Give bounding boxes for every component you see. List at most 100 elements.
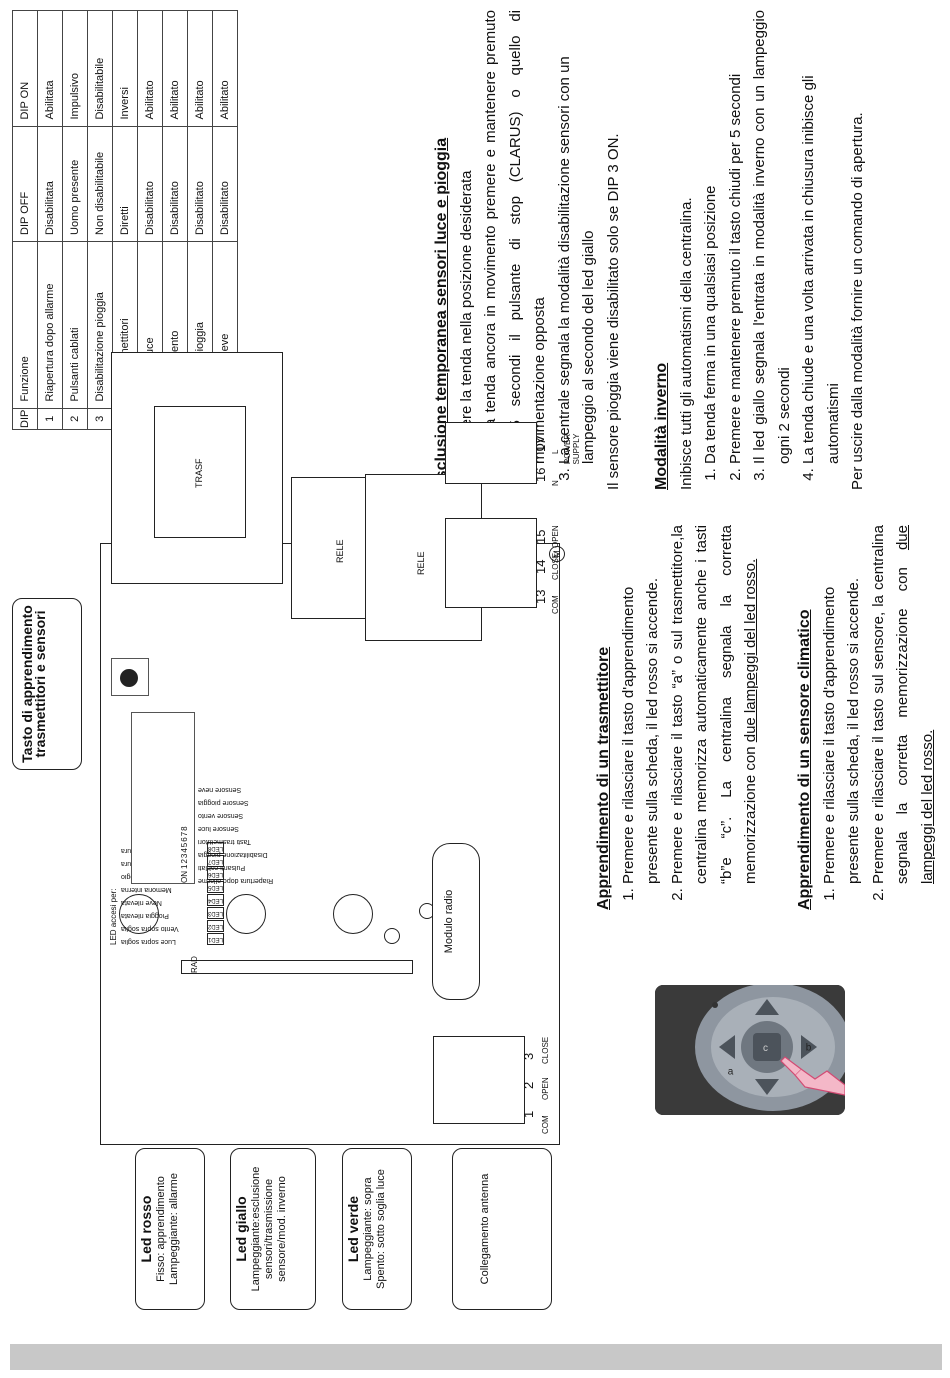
led-list-header: LED accesi per: bbox=[109, 888, 118, 945]
power-supply-label: POWER SUPPLY bbox=[563, 409, 583, 489]
terminal-block-left bbox=[433, 1036, 525, 1124]
dip-function-label: Tasti trasmettitori bbox=[198, 838, 251, 845]
terminal-3: 3 bbox=[521, 1052, 536, 1060]
dip-table-cell: Diretti bbox=[112, 126, 138, 242]
remote-control-drawing bbox=[655, 985, 845, 1115]
terminal-17: 17 bbox=[533, 437, 548, 452]
callout-verde-2: Spento: sotto soglia luce bbox=[375, 1169, 387, 1289]
sensore-step-2: Premere e rilasciare il tasto sul sensor… bbox=[867, 525, 941, 884]
callout-giallo-2: sensori/trasmissione bbox=[263, 1178, 275, 1280]
dip-table-cell: 3 bbox=[87, 408, 113, 430]
dip-table-cell: Abilitato bbox=[162, 10, 188, 127]
callout-led-verde: Led verde Lampeggiante: sopra Spento: so… bbox=[342, 1148, 412, 1310]
terminal-open-label: OPEN bbox=[541, 1077, 550, 1100]
inverno-step-3: Il led giallo segnala l'entrata in modal… bbox=[748, 10, 797, 464]
dip-table-header-cell: DIP bbox=[12, 408, 38, 430]
led-id: LED4 bbox=[207, 894, 225, 906]
radio-connector: RAD bbox=[181, 956, 413, 974]
dip-switch-block[interactable]: ON 12345678 bbox=[131, 712, 195, 884]
dip-table-cell: Pulsanti cablati bbox=[62, 241, 88, 409]
sensore-title: Apprendimento di un sensore climatico bbox=[796, 609, 813, 911]
supply-label: SUPPLY bbox=[572, 433, 581, 465]
motor-open-label: OPEN bbox=[551, 525, 560, 548]
callout-modulo-text: Modulo radio bbox=[443, 889, 455, 954]
dip-function-label: Sensore pioggia bbox=[198, 799, 249, 806]
terminal-13: 13 bbox=[533, 589, 548, 604]
antenna-terminal-1 bbox=[384, 928, 400, 944]
sensore-step-2-text: Premere e rilasciare il tasto sul sensor… bbox=[869, 525, 912, 884]
dip-table-cell: Riapertura dopo allarme bbox=[37, 241, 63, 409]
section-esclusione: Esclusione temporanea sensori luce e pio… bbox=[430, 10, 626, 490]
callout-rosso-1: Fisso: apprendimento bbox=[155, 1176, 167, 1282]
terminal-16: 16 bbox=[533, 467, 548, 482]
dip-function-label: Sensore luce bbox=[198, 825, 239, 832]
callout-antenna-text: Collegamento antenna bbox=[479, 1173, 491, 1285]
motor-symbol: M bbox=[549, 546, 565, 562]
led-id: LED2 bbox=[207, 920, 225, 932]
terminal-block-motor bbox=[445, 518, 537, 608]
learn-button[interactable] bbox=[120, 669, 138, 687]
led-id: LED3 bbox=[207, 907, 225, 919]
remote-key-a: a bbox=[727, 1066, 734, 1078]
terminal-14: 14 bbox=[533, 559, 548, 574]
dip-on-label: ON bbox=[180, 871, 189, 883]
section-trasmettitore: Apprendimento di un trasmettitore Premer… bbox=[592, 525, 764, 910]
esclusione-step-3: La centrale segnala la modalità disabili… bbox=[553, 10, 602, 464]
callout-giallo-1: Lampeggiante:esclusione bbox=[250, 1166, 262, 1292]
power-label: POWER bbox=[563, 433, 572, 465]
section-inverno: Modalità inverno Inibisce tutti gli auto… bbox=[650, 10, 871, 490]
terminal-labels-left: COM OPEN CLOSE bbox=[541, 1024, 557, 1134]
dip-table-cell: Abilitato bbox=[187, 10, 213, 127]
dip-table-cell: Disabilitata bbox=[37, 126, 63, 242]
callout-rosso-title: Led rosso bbox=[138, 1195, 154, 1263]
callout-giallo-3: sensore/mod. inverno bbox=[276, 1176, 288, 1282]
sensore-step-1: Premere e rilasciare il tasto d'apprendi… bbox=[818, 525, 867, 884]
dip-table-cell: Abilitato bbox=[212, 10, 238, 127]
led-rosso bbox=[119, 894, 159, 934]
rele-2-label: RELE bbox=[416, 551, 426, 575]
callout-tasto-apprendimento: Tasto di apprendimento trasmettitori e s… bbox=[12, 598, 82, 770]
inverno-note: Per uscire dalla modalità fornire un com… bbox=[849, 112, 866, 490]
rele-1-label: RELE bbox=[335, 539, 345, 563]
led-description: Memoria interna bbox=[121, 886, 172, 893]
callout-tasto-text: Tasto di apprendimento trasmettitori e s… bbox=[19, 605, 48, 763]
trasmettitore-step-2-underline: due lampeggi del led rosso. bbox=[742, 558, 759, 743]
inverno-step-4: La tenda chiude e una volta arrivata in … bbox=[797, 10, 846, 464]
footer-bar bbox=[10, 1344, 942, 1370]
dip-function-label: Sensore neve bbox=[198, 786, 242, 793]
control-board: TRASF RELE RELE LED accesi per:Luce sopr… bbox=[100, 352, 581, 1145]
dip-table-cell: Abilitata bbox=[37, 10, 63, 127]
dip-table-cell: Non disabilitabile bbox=[87, 126, 113, 242]
dip-table-header-cell: DIP ON bbox=[12, 10, 38, 127]
callout-giallo-title: Led giallo bbox=[233, 1196, 249, 1262]
trasmettitore-step-2: Premere e rilasciare il tasto “a” o sul … bbox=[666, 525, 764, 884]
remote-control-image: a c b bbox=[655, 985, 845, 1115]
transformer: TRASF bbox=[111, 352, 283, 584]
callout-led-rosso: Led rosso Fisso: apprendimento Lampeggia… bbox=[135, 1148, 205, 1310]
dip-table-cell: 2 bbox=[62, 408, 88, 430]
led-verde bbox=[333, 894, 373, 934]
rad-label: RAD bbox=[190, 956, 199, 973]
dip-table-cell: Abilitato bbox=[137, 10, 163, 127]
callout-led-giallo: Led giallo Lampeggiante:esclusione senso… bbox=[230, 1148, 316, 1310]
callout-rosso-2: Lampeggiante: allarme bbox=[168, 1173, 180, 1285]
esclusione-title: Esclusione temporanea sensori luce e pio… bbox=[433, 137, 450, 490]
line-label: L bbox=[551, 449, 560, 454]
section-sensore: Apprendimento di un sensore climatico Pr… bbox=[793, 525, 940, 910]
inverno-step-2: Premere e mantenere premuto il tasto chi… bbox=[724, 10, 749, 464]
dip-function-label: Pulsanti cablati bbox=[198, 864, 246, 871]
trasmettitore-step-1: Premere e rilasciare il tasto d'apprendi… bbox=[617, 525, 666, 884]
dip-table-cell: Uomo presente bbox=[62, 126, 88, 242]
remote-key-c: c bbox=[763, 1043, 768, 1054]
terminal-numbers-right: 13 14 15 16 17 bbox=[533, 408, 551, 608]
dip-function-label: Riapertura dopo allarme bbox=[198, 877, 274, 884]
esclusione-step-1: Muovere la tenda nella posizione desider… bbox=[455, 10, 480, 464]
dip-table-header-cell: Funzione bbox=[12, 241, 38, 409]
terminal-2: 2 bbox=[521, 1081, 536, 1089]
